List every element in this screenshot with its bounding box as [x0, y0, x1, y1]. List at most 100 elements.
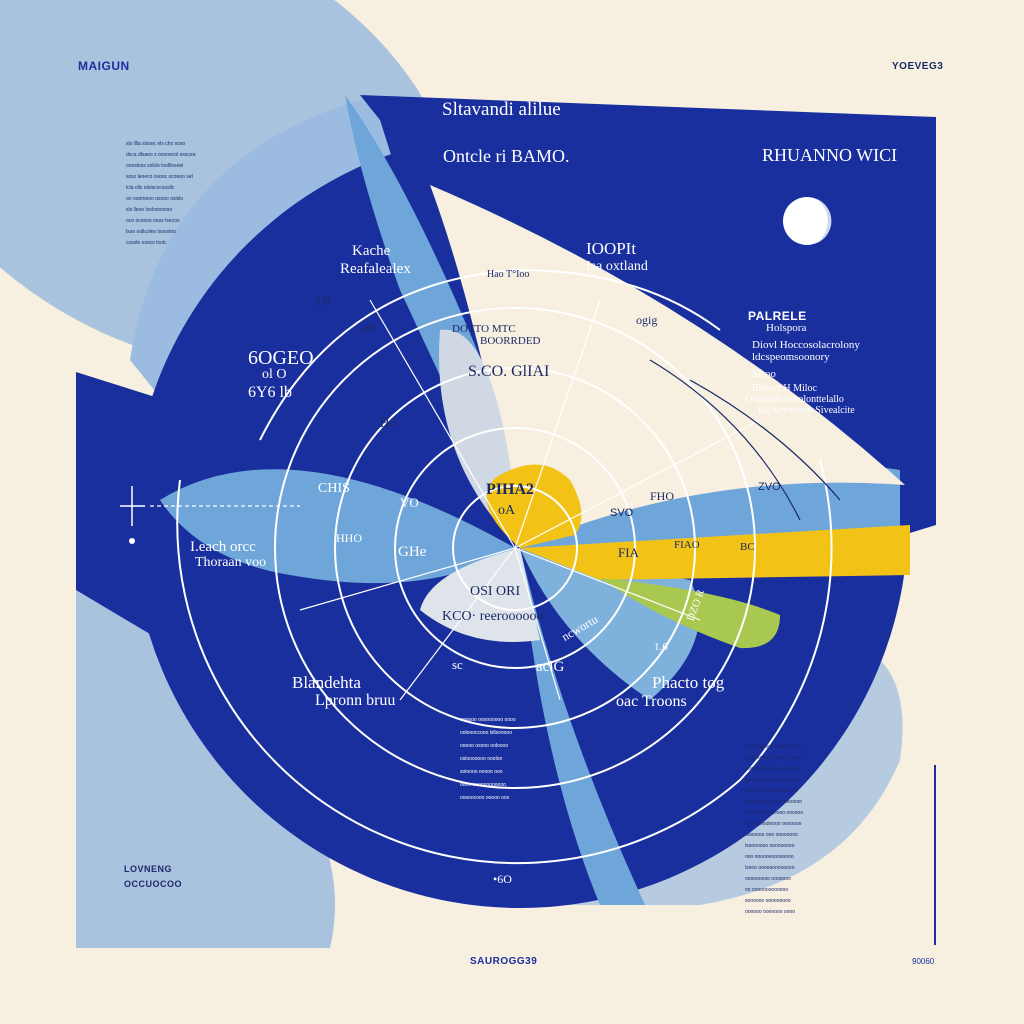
pale-bottom-left-lobe: [76, 575, 335, 948]
cream-wedge: [430, 185, 905, 548]
label-chis: CHIS: [318, 481, 350, 496]
label-zvo: ZVO: [758, 481, 781, 493]
label-phacto-sub: oac Troons: [616, 693, 687, 710]
marker-dot: [129, 538, 135, 544]
text-line: soloooo ooooo ooo: [460, 769, 503, 775]
label-kache: Kache: [352, 243, 391, 259]
radial-line-s: [514, 547, 561, 701]
label-ioopit-sub: Isa oxtland: [586, 259, 648, 274]
header-line-1: Sltavandi alilue: [442, 99, 561, 120]
label-fho: FHO: [650, 489, 675, 503]
label-bottom-mark: •6O: [493, 872, 512, 886]
text-line: ooooo osooo ooloooo: [460, 743, 509, 749]
lime-band: [600, 578, 780, 649]
text-line: ooosloss solcle loolllsooel: [126, 163, 184, 169]
text-line: oooo oooooooooooo: [460, 782, 506, 788]
label-phacto: Phacto tog: [652, 673, 725, 692]
text-line: ooloooccooo lsllsooooo: [460, 730, 512, 736]
label-yellow-sun-sub: oA: [498, 503, 516, 518]
text-line: lsoo oollcoles lsoooloo: [126, 229, 177, 235]
radial-line-se: [514, 547, 701, 621]
label-aclg: aclG: [536, 659, 565, 675]
label-fia: FIA: [618, 545, 639, 560]
text-line: ooooooooo ooooooo: [745, 876, 791, 882]
text-line: dsca dlsaeo s ooooecol esscea: [126, 152, 196, 158]
label-ho: Ho: [380, 415, 396, 430]
radial-line-nw: [369, 299, 516, 549]
radial-line-w: [299, 547, 516, 611]
label-leach-sub: Thoraan voo: [195, 555, 267, 570]
text-line: oco ocooos ooos lsecoo: [126, 218, 180, 224]
text-line: sls lleoo loslooosooo: [126, 207, 173, 213]
radial-lines: [299, 299, 761, 701]
text-line: sls lllla slssoc els cho soso: [126, 141, 186, 147]
label-ioopit: IOOPIt: [586, 239, 637, 258]
text-line: ooooooo ooo oooooooo: [745, 832, 798, 838]
moon-shadow: [817, 199, 832, 243]
label-scog: S.CO. GlIAI: [468, 363, 550, 380]
label-kache-sub: Reafalealex: [340, 261, 411, 277]
text-line: lsosooo oooooo ooooooo: [745, 777, 802, 783]
text-line: sosc leoeco osooc ocoooo sel: [126, 174, 193, 180]
label-bande-sub: Lpronn bruu: [315, 692, 396, 709]
text-line: oo ooomeoo osooo oslslo: [126, 196, 183, 202]
ring-5: [452, 485, 578, 611]
text-line: oslooooooo oooloo: [460, 756, 503, 762]
label-sogeo-sub-2: 6Y6 lb: [248, 384, 292, 401]
legend-title-6: lsk Sovooooy Sivealcite: [758, 405, 855, 416]
ring-4: [394, 427, 636, 669]
text-line: coooooo ooooooo oooooo: [745, 810, 804, 816]
corner-label-bottom-center: SAUROGG39: [470, 956, 538, 967]
navy-curves: [649, 359, 841, 521]
label-one-six: 1.6: [654, 641, 668, 653]
text-block-bottom-right: coeo oooloo loooooo oooo lcoocooooo oloo…: [745, 745, 915, 921]
label-sogeo-sub: ol O: [262, 367, 287, 382]
crosshair-marks: [120, 486, 145, 526]
text-line: oooooo ooooooooo oooo: [460, 717, 516, 723]
text-line: soooooo ooooooooo: [745, 898, 791, 904]
ring-2: [274, 307, 756, 789]
radial-line-sw: [399, 547, 516, 701]
corner-label-bottom-left-1: LOVNENG: [124, 864, 173, 874]
navy-curve-2: [689, 379, 841, 501]
legend-title-3: Sftoo: [752, 368, 776, 380]
corner-label-bottom-right: 90060: [912, 957, 935, 966]
label-fiao: FIAO: [674, 539, 700, 551]
text-line: cssole osoco loolc: [126, 240, 167, 246]
header-line-2: Ontcle ri BAMO.: [443, 146, 570, 166]
sky-swoosh-left: [160, 469, 515, 584]
header-right-title: RHUANNO WICI: [762, 145, 898, 165]
concentric-rings: [176, 268, 833, 865]
label-leach: I.each orcc: [190, 539, 256, 555]
legend-sub-2: ldcspeomsoonory: [752, 351, 830, 363]
navy-curve-1: [649, 359, 801, 521]
ring-upper-arc: [259, 268, 721, 441]
text-block-center-bottom: oooooo ooooooooo oooo ooloooccooo lsllso…: [460, 718, 560, 809]
text-line: oo ooooooooooooo: [745, 887, 789, 893]
text-line: ooooo ooo oooo ooooooo: [745, 799, 803, 805]
text-line: oooo ooooooooo ooooo: [745, 788, 798, 794]
sky-stream-bottom: [520, 548, 645, 905]
label-bande: Blandehta: [292, 673, 361, 692]
legend-title-4: Bistocr H Miloc: [752, 383, 817, 394]
moon-icon: [783, 197, 831, 245]
text-line: ooo oooooooooooooo: [745, 854, 794, 860]
label-osiori: OSI ORI: [470, 584, 521, 599]
label-dotto: DOTTO MTC: [452, 323, 516, 335]
label-kco-reeroo: KCO· reeroooooo: [442, 609, 544, 624]
legend-sub-1: Holspora: [766, 322, 807, 334]
legend-title-5: Oviloollvoovolonttelallo: [745, 394, 844, 405]
label-sc: sc: [452, 657, 463, 672]
text-block-top-left: sls lllla slssoc els cho soso dsca dlsae…: [126, 142, 256, 252]
legend-title-1: PALRELE: [748, 309, 807, 323]
text-line: lsooo ooooooooooooo: [745, 865, 795, 871]
radial-line-ne: [514, 419, 761, 549]
label-yellow-sun: PIHA2: [486, 481, 534, 498]
label-boorrded: BOORRDED: [480, 335, 541, 347]
label-bc: BC: [740, 541, 755, 553]
label-hao: Hao T°Ioo: [487, 269, 530, 280]
text-line: coeo oooloo loooooo oooo: [745, 744, 804, 750]
corner-label-bottom-left-2: OCCUOCOO: [124, 879, 182, 889]
text-line: lcoocooooo oloooo oooocl: [745, 755, 804, 761]
